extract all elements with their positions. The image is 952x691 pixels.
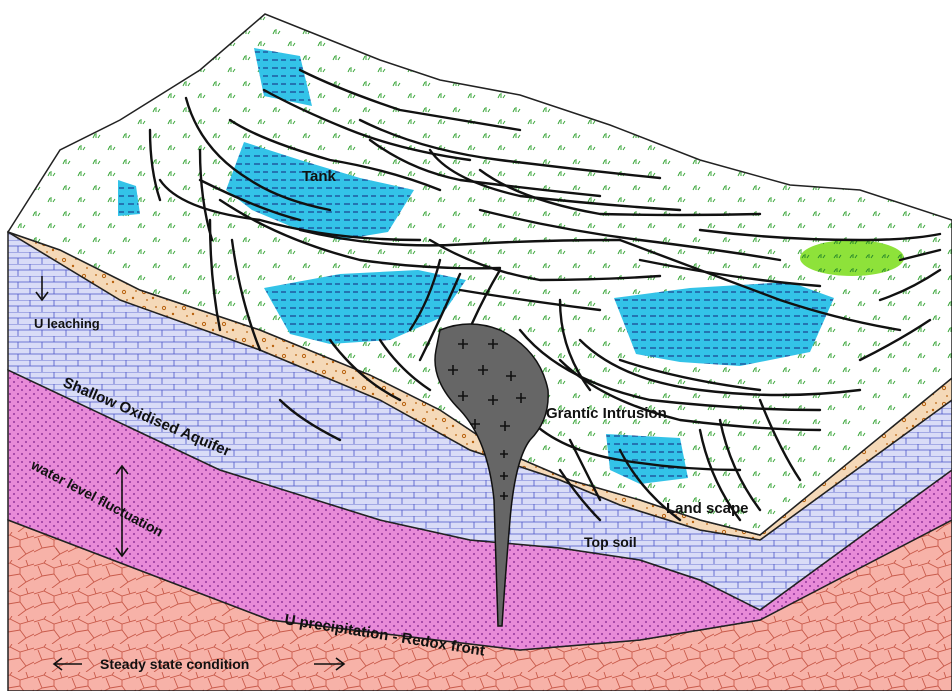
top-soil-label: Top soil	[584, 534, 637, 550]
water-body-3	[614, 282, 834, 366]
steady-state-label: Steady state condition	[100, 656, 249, 672]
granitic-intrusion-label: Grantic Intrusion	[546, 405, 667, 422]
tank-label: Tank	[302, 168, 337, 185]
green-patch	[800, 240, 904, 276]
landscape-label: Land scape	[666, 500, 749, 517]
u-leaching-label: U leaching	[34, 316, 100, 331]
